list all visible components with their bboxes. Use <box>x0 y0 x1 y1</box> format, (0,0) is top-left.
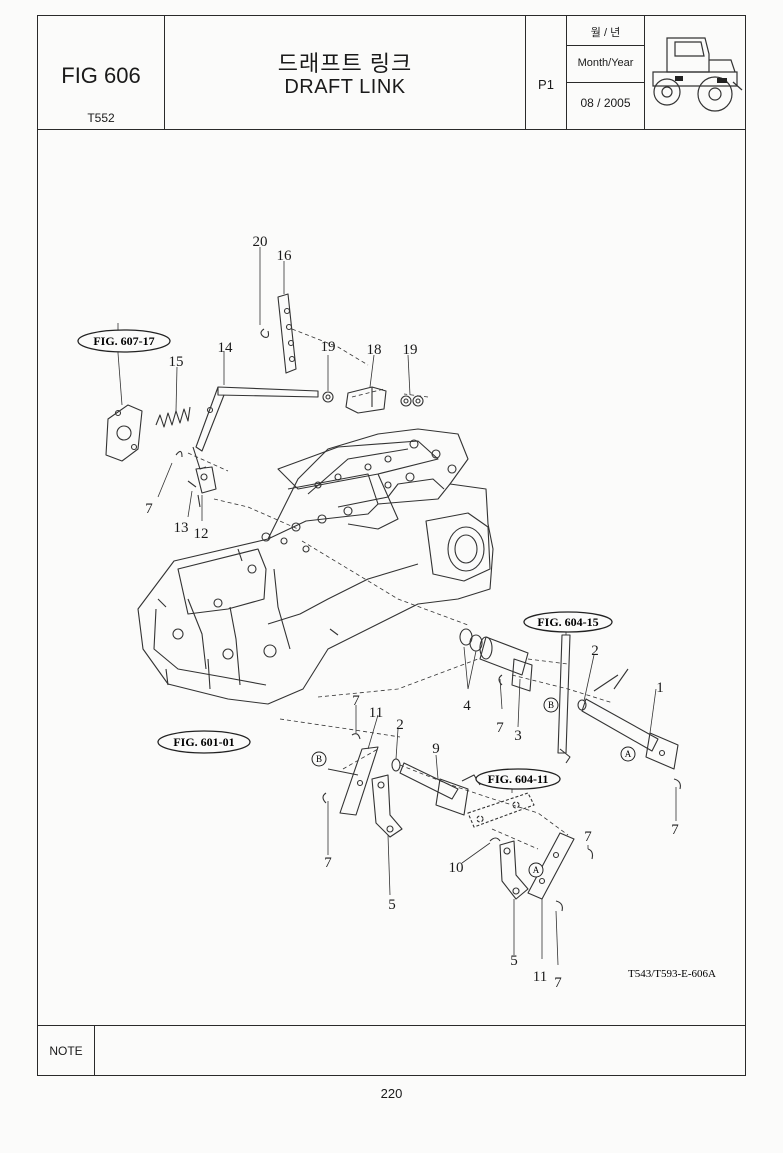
part-7-clip <box>498 674 503 686</box>
svg-text:B: B <box>548 700 554 710</box>
part-11-plate <box>339 746 379 816</box>
callout-19: 19 <box>321 339 336 355</box>
tractor-cell <box>645 16 745 129</box>
page-code: P1 <box>538 77 554 92</box>
fig-ref-601-01[interactable]: FIG. 601-01 <box>157 730 251 754</box>
date-label-korean: 월 / 년 <box>590 27 621 39</box>
svg-text:FIG. 604-11: FIG. 604-11 <box>488 772 549 786</box>
callout-11: 11 <box>369 705 383 721</box>
part-12-joint <box>187 466 217 508</box>
page-number: 220 <box>380 1086 403 1101</box>
fig-number: FIG 606 <box>61 63 141 88</box>
callout-5: 5 <box>510 953 518 969</box>
part-5-arm <box>371 774 403 838</box>
date-divider <box>567 82 644 83</box>
callout-7: 7 <box>554 975 562 991</box>
note-row: NOTE <box>38 1025 745 1076</box>
fig-ref-604-11[interactable]: FIG. 604-11 <box>475 768 561 790</box>
tractor-icon <box>652 37 743 112</box>
transmission-housing <box>137 428 494 705</box>
fig-ref-604-15[interactable]: FIG. 604-15 <box>523 611 613 633</box>
part-14-draft-rod <box>192 386 319 470</box>
model-code: T552 <box>87 111 115 125</box>
marker-b: B <box>543 697 559 713</box>
part-4-pins <box>459 628 483 652</box>
part-20-clip <box>260 328 270 338</box>
part-7-clip <box>673 778 681 790</box>
callout-5: 5 <box>388 897 396 913</box>
part-2-washer <box>391 758 401 772</box>
callout-4: 4 <box>463 698 471 714</box>
drawing-code: T543/T593-E-606A <box>628 968 716 980</box>
date-cell: 월 / 년 Month/Year 08 / 2005 <box>567 16 645 129</box>
page-code-cell: P1 <box>526 16 567 129</box>
callout-10: 10 <box>449 860 464 876</box>
part-3-sleeve <box>479 636 533 692</box>
callout-7: 7 <box>145 501 153 517</box>
part-10-clip <box>489 837 501 842</box>
part-1-lift-shaft <box>581 668 679 770</box>
callout-19: 19 <box>403 342 418 358</box>
exploded-parts-diagram: FIG. 607-17 FIG. 604-15 FIG. 601-01 FIG.… <box>77 234 716 991</box>
callout-13: 13 <box>174 520 189 536</box>
svg-text:B: B <box>316 754 322 764</box>
svg-text:FIG. 607-17: FIG. 607-17 <box>93 334 154 348</box>
callout-12: 12 <box>194 526 209 542</box>
callout-7: 7 <box>324 855 332 871</box>
part-7-clip <box>322 792 327 804</box>
title-english: DRAFT LINK <box>284 76 406 98</box>
pin <box>327 768 359 776</box>
date-divider <box>567 45 644 46</box>
marker-a: A <box>528 862 544 878</box>
support-plate <box>467 792 535 828</box>
svg-text:A: A <box>533 865 540 875</box>
svg-text:FIG. 604-15: FIG. 604-15 <box>537 615 598 629</box>
callout-7: 7 <box>671 822 679 838</box>
title-cell: 드래프트 링크 DRAFT LINK <box>165 16 526 129</box>
part-7-clip <box>587 848 594 860</box>
callout-7: 7 <box>352 693 360 709</box>
part-18-bracket <box>345 386 387 414</box>
part-7-clip <box>351 733 361 740</box>
svg-text:FIG. 601-01: FIG. 601-01 <box>173 735 234 749</box>
title-korean: 드래프트 링크 <box>277 51 413 76</box>
part-7-clip <box>555 900 563 912</box>
callout-leaders <box>117 247 677 966</box>
part-5-arm <box>499 840 529 900</box>
date-value: 08 / 2005 <box>580 96 631 110</box>
callout-14: 14 <box>218 340 234 356</box>
marker-a: A <box>620 746 636 762</box>
svg-text:A: A <box>625 749 632 759</box>
flange-plate <box>105 404 143 462</box>
callout-1: 1 <box>656 680 664 696</box>
part-7-clip <box>175 450 183 458</box>
part-16-link-plate <box>277 293 297 374</box>
callout-7: 7 <box>584 829 592 845</box>
callout-11: 11 <box>533 969 547 985</box>
callout-7: 7 <box>496 720 504 736</box>
part-19-nut <box>412 395 424 407</box>
callout-2: 2 <box>591 643 599 659</box>
callout-2: 2 <box>396 717 404 733</box>
part-19-nut <box>322 391 334 403</box>
date-label-english: Month/Year <box>577 57 634 69</box>
fig-ref-607-17[interactable]: FIG. 607-17 <box>77 329 171 353</box>
part-15-spring <box>155 406 191 428</box>
fig-cell: FIG 606 T552 <box>38 16 165 129</box>
part-9-shaft <box>399 762 481 816</box>
page-frame: FIG 606 T552 드래프트 링크 DRAFT LINK P1 월 / 년… <box>37 15 746 1076</box>
callout-3: 3 <box>514 728 522 744</box>
header: FIG 606 T552 드래프트 링크 DRAFT LINK P1 월 / 년… <box>38 16 745 130</box>
callout-18: 18 <box>367 342 382 358</box>
note-label: NOTE <box>38 1026 95 1076</box>
callout-9: 9 <box>432 741 440 757</box>
callout-20: 20 <box>253 234 268 250</box>
callout-16: 16 <box>277 248 293 264</box>
part-19-nut <box>400 395 412 407</box>
lift-rod <box>557 634 571 764</box>
marker-b: B <box>311 751 327 767</box>
callout-15: 15 <box>169 354 184 370</box>
